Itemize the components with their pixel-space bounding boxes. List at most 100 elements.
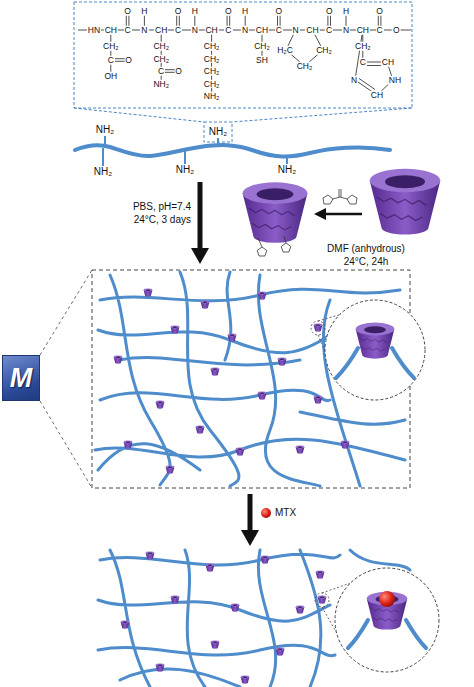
atom-label: CH₂ (354, 42, 372, 51)
crosslink-cyclodextrin (156, 664, 165, 672)
crosslink-cyclodextrin (211, 641, 220, 649)
crosslink-cyclodextrin (318, 596, 327, 604)
imidazole-group (257, 236, 291, 256)
detail-marker (311, 321, 325, 335)
crosslink-cyclodextrin (206, 564, 215, 572)
polymer-chain (75, 145, 390, 157)
loading-arrow-head (241, 530, 259, 546)
atom-label: CH₂ (296, 62, 314, 71)
crosslink-cyclodextrin (258, 392, 267, 400)
atom-label: SH (255, 56, 269, 65)
crosslink-cyclodextrin (171, 596, 180, 604)
atom-label: C (157, 67, 165, 76)
photo-leader (40, 270, 92, 488)
detail-cyclodextrin (367, 592, 408, 630)
detail-circle (325, 300, 425, 400)
crosslink-cyclodextrin (296, 606, 305, 614)
crosslink-cyclodextrin (228, 334, 237, 342)
cyclodextrin (370, 169, 441, 235)
crosslink-cyclodextrin (236, 448, 245, 456)
atom-label: CH₂ (152, 42, 170, 51)
crosslink-cyclodextrin (314, 324, 323, 332)
crosslink-cyclodextrin (296, 446, 305, 454)
peptide-zoom-box (74, 2, 412, 108)
amine-label: NH₂ (94, 167, 112, 177)
crosslink-cyclodextrin (314, 396, 323, 404)
bond-lines (78, 15, 411, 96)
atom-label: O (224, 7, 233, 16)
atom-label: C (275, 26, 283, 35)
reaction-arrow-head (191, 248, 209, 264)
atom-label: CH₂ (203, 42, 221, 51)
atom-label: CH (356, 26, 370, 35)
atom-label: N (292, 26, 300, 35)
crosslink-cyclodextrin (261, 556, 270, 564)
amine-label: NH₂ (96, 125, 114, 135)
detail-circle (335, 568, 439, 672)
reaction-condition: 24°C, 3 days (134, 215, 191, 225)
atom-label: C (107, 56, 115, 65)
crosslink-cyclodextrin (114, 356, 123, 364)
detail-cyclodextrin (356, 323, 395, 359)
reaction-condition: 24°C, 24h (344, 257, 389, 267)
atom-label: CH (305, 26, 319, 35)
reaction-condition: DMF (anhydrous) (327, 244, 405, 254)
atom-label: CH₂ (253, 42, 271, 51)
atom-label: H (241, 7, 249, 16)
atom-label: O (274, 7, 283, 16)
atom-label: O (174, 67, 183, 76)
reaction-condition: PBS, pH=7.4 (133, 202, 191, 212)
activation-arrow-head (314, 208, 326, 220)
crosslink-cyclodextrin (211, 368, 220, 376)
crosslink-cyclodextrin (278, 358, 287, 366)
atom-label: CH₂ (203, 54, 221, 63)
atom-label: CH (370, 91, 384, 100)
atom-label: N (241, 26, 249, 35)
atom-label: H (342, 7, 350, 16)
cdi-molecule (323, 189, 357, 204)
atom-label: N (350, 76, 358, 85)
atom-label: CH (154, 26, 168, 35)
atom-label: O (392, 26, 401, 35)
atom-label: CH (255, 26, 269, 35)
crosslink-cyclodextrin (124, 441, 133, 449)
atom-label: NH₂ (152, 80, 170, 89)
activation-arrow-shaft (324, 213, 362, 216)
atom-label: C (174, 26, 182, 35)
crosslink-cyclodextrin (241, 676, 250, 684)
atom-label: C (325, 26, 333, 35)
atom-label: C (376, 26, 384, 35)
amine-label: NH₂ (209, 127, 227, 137)
amine-stub (103, 136, 287, 166)
atom-label: C (359, 58, 367, 67)
crosslink-cyclodextrin (231, 604, 240, 612)
atom-label: CH₂ (203, 79, 221, 88)
crosslink-cyclodextrin (121, 621, 130, 629)
loading-arrow-shaft (248, 494, 253, 532)
atom-label: CH (104, 26, 118, 35)
atom-label: O (325, 7, 334, 16)
crosslink-cyclodextrin (156, 401, 165, 409)
crosslink-cyclodextrin (144, 289, 153, 297)
atom-label: C (224, 26, 232, 35)
activated-cyclodextrin (243, 182, 308, 243)
photo-mark: M (10, 363, 33, 394)
crosslink-cyclodextrin (196, 426, 205, 434)
crosslink-cyclodextrin (146, 552, 155, 560)
atom-label: CH₂ (102, 42, 120, 51)
loaded-cyclodextrins (121, 552, 327, 684)
atom-label: HN (87, 26, 101, 35)
crosslink-cyclodextrin (258, 292, 267, 300)
crosslink-cyclodextrin (201, 301, 210, 309)
atom-label: O (174, 7, 183, 16)
atom-label: N (342, 26, 350, 35)
crosslink-cyclodextrin (316, 571, 325, 579)
reaction-arrow-shaft (198, 182, 203, 250)
amine-label: NH₂ (176, 165, 194, 175)
crosslink-cyclodextrin (166, 466, 175, 474)
atom-label: C (124, 26, 132, 35)
atom-label: H (140, 7, 148, 16)
crosslink-cyclodextrin (171, 326, 180, 334)
